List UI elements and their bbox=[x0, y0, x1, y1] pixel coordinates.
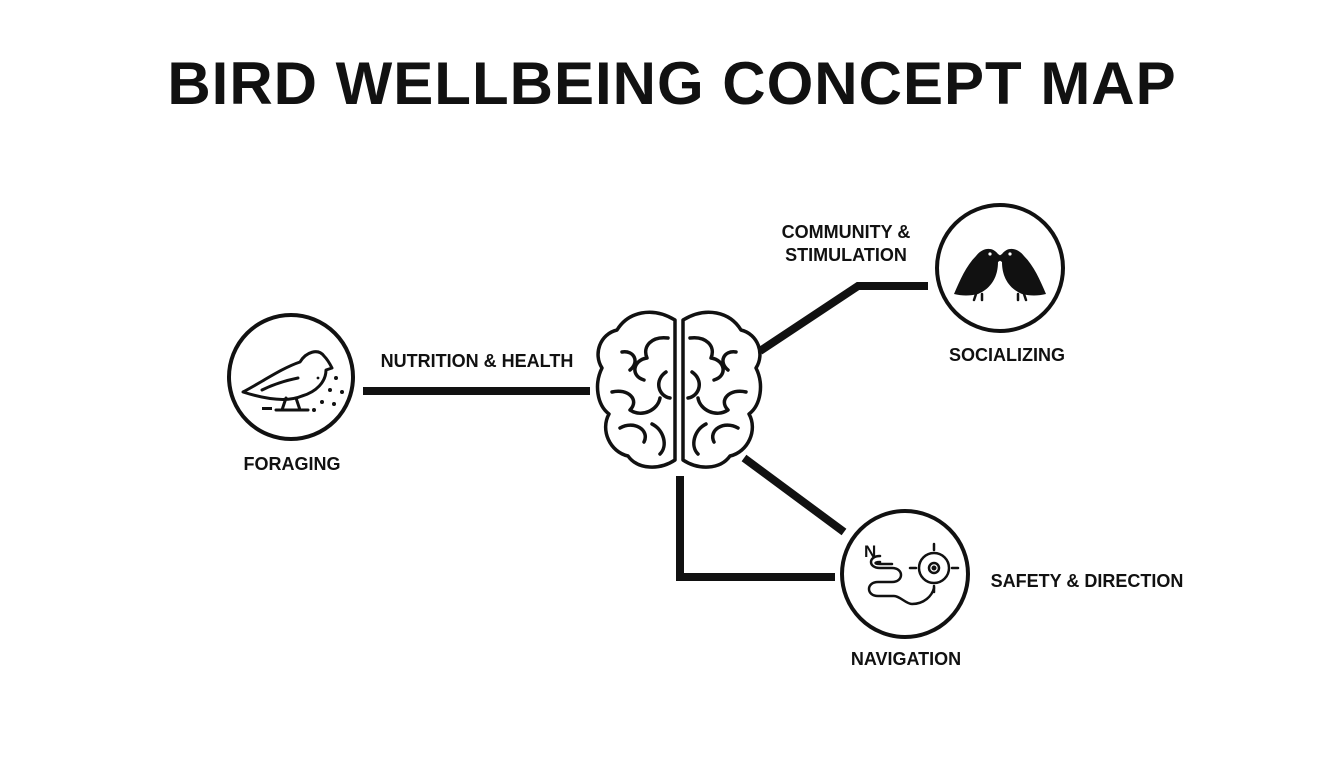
seed-dot bbox=[334, 376, 338, 380]
node-navigation: N NAVIGATION bbox=[840, 509, 970, 669]
link-label-safety: SAFETY & DIRECTION bbox=[991, 571, 1184, 591]
link-label-nutrition: NUTRITION & HEALTH bbox=[381, 351, 574, 371]
foraging-label: FORAGING bbox=[244, 454, 341, 474]
seed-dot bbox=[340, 390, 344, 394]
navigation-label: NAVIGATION bbox=[851, 649, 961, 669]
seed-dot bbox=[328, 388, 332, 392]
connector-navigation-elbow bbox=[676, 476, 835, 581]
node-foraging: FORAGING bbox=[227, 313, 355, 474]
brain-icon bbox=[595, 310, 763, 469]
page-title: BIRD WELLBEING CONCEPT MAP bbox=[167, 50, 1177, 117]
link-label-community-line2: STIMULATION bbox=[785, 245, 907, 265]
navigation-circle bbox=[840, 509, 970, 639]
link-label-community-line1: COMMUNITY & bbox=[782, 222, 911, 242]
foraging-circle bbox=[227, 313, 355, 441]
bird-pecking-seeds-icon bbox=[241, 350, 334, 412]
ground-line bbox=[262, 407, 272, 410]
socializing-circle bbox=[935, 203, 1065, 333]
seed-dot bbox=[312, 408, 316, 412]
connector-socializing bbox=[757, 282, 928, 355]
socializing-label: SOCIALIZING bbox=[949, 345, 1065, 365]
connectors bbox=[363, 282, 928, 581]
compass-north-letter: N bbox=[864, 542, 876, 561]
seed-dot bbox=[332, 402, 336, 406]
compass-path-icon bbox=[867, 542, 960, 606]
seed-dot bbox=[320, 400, 324, 404]
connector-navigation-diagonal bbox=[741, 454, 847, 536]
node-socializing: SOCIALIZING bbox=[935, 203, 1065, 365]
two-birds-icon bbox=[954, 248, 1046, 302]
